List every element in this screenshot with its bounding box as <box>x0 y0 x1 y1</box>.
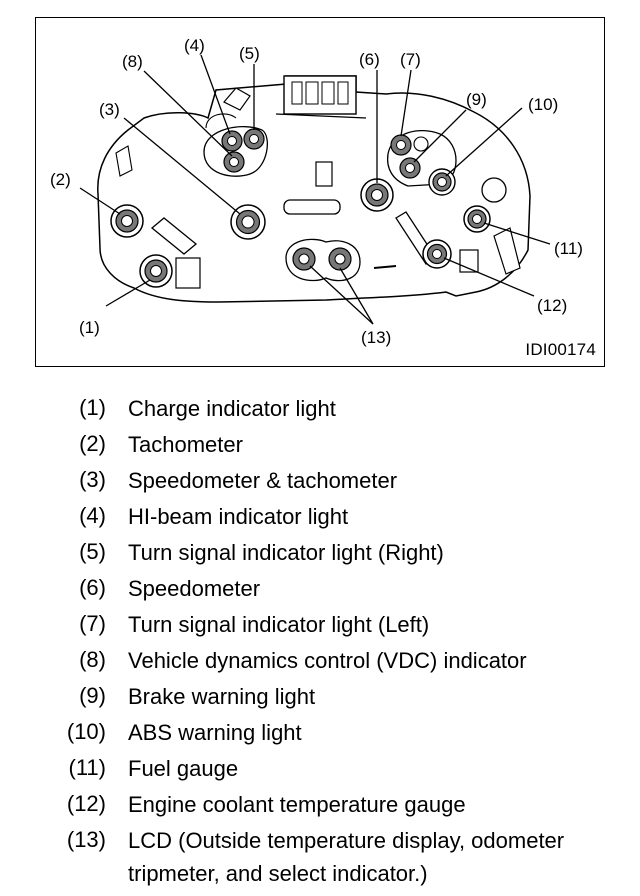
legend-number: (4) <box>79 503 106 528</box>
leader-11 <box>483 222 551 245</box>
legend-item: (2) Tachometer <box>0 428 640 464</box>
callout-6: (6) <box>359 50 380 69</box>
legend-number: (7) <box>79 611 106 636</box>
legend-text: Charge indicator light <box>128 396 336 421</box>
legend-number: (1) <box>79 395 106 420</box>
socket-group-4-5-8 <box>203 126 268 177</box>
legend-number: (11) <box>68 755 107 780</box>
legend-item: (10) ABS warning light <box>0 716 640 752</box>
leader-8 <box>143 70 233 157</box>
socket-1 <box>139 254 173 288</box>
callout-1: (1) <box>79 318 100 337</box>
callout-2: (2) <box>50 170 71 189</box>
legend-text: ABS warning light <box>128 720 302 745</box>
callout-8: (8) <box>122 52 143 71</box>
callout-9: (9) <box>466 90 487 109</box>
callout-5: (5) <box>239 44 260 63</box>
legend-item: (6) Speedometer <box>0 572 640 608</box>
legend-text: HI-beam indicator light <box>128 504 349 529</box>
legend-text: Speedometer & tachometer <box>128 468 398 493</box>
callout-12: (12) <box>537 296 568 315</box>
leader-9 <box>413 109 467 163</box>
legend-text: Vehicle dynamics control (VDC) indicator <box>128 648 527 673</box>
legend-number: (10) <box>66 719 106 744</box>
legend-item: (7) Turn signal indicator light (Left) <box>0 608 640 644</box>
legend-text: Turn signal indicator light (Right) <box>128 540 444 565</box>
legend-number: (2) <box>79 431 106 456</box>
socket-6 <box>360 178 394 212</box>
slot-left <box>150 217 198 255</box>
legend-item: (1) Charge indicator light <box>0 392 640 428</box>
fuel-gauge-boss <box>481 177 507 203</box>
legend-item: (5) Turn signal indicator light (Right) <box>0 536 640 572</box>
cluster-drawing <box>79 54 551 325</box>
socket-11 <box>463 205 491 233</box>
legend-number: (8) <box>79 647 106 672</box>
legend-number: (5) <box>79 539 106 564</box>
legend-number: (6) <box>79 575 106 600</box>
legend-item: (12) Engine coolant temperature gauge <box>0 788 640 824</box>
legend-number: (9) <box>79 683 106 708</box>
callout-13: (13) <box>361 328 392 347</box>
legend-text: LCD (Outside temperature display, odomet… <box>128 828 565 886</box>
callout-10: (10) <box>528 95 559 114</box>
legend-item: (13) LCD (Outside temperature display, o… <box>0 824 640 894</box>
callout-7: (7) <box>400 50 421 69</box>
legend-number: (12) <box>66 791 106 816</box>
socket-2 <box>110 204 144 238</box>
leader-lines <box>79 54 551 325</box>
legend-item: (11) Fuel gauge <box>0 752 640 788</box>
leader-13b <box>339 267 374 325</box>
legend-item: (4) HI-beam indicator light <box>0 500 640 536</box>
socket-12 <box>422 239 452 269</box>
legend-text: Turn signal indicator light (Left) <box>128 612 430 637</box>
callout-4: (4) <box>184 36 205 55</box>
leader-12 <box>443 257 535 297</box>
socket-group-7-9-10 <box>386 130 457 196</box>
leader-10 <box>445 107 523 177</box>
legend-text: Fuel gauge <box>128 756 239 781</box>
small-square-detail <box>315 161 333 187</box>
leader-1 <box>105 279 151 307</box>
legend-text: Speedometer <box>128 576 261 601</box>
instrument-cluster-figure: (1) (2) (3) (4) (5) (6) (7) (8) (9) (10)… <box>35 17 605 367</box>
leader-2 <box>79 187 121 215</box>
legend-item: (9) Brake warning light <box>0 680 640 716</box>
legend-text: Tachometer <box>128 432 243 457</box>
legend-text: Engine coolant temperature gauge <box>128 792 466 817</box>
leader-7 <box>400 69 412 137</box>
legend-text: Brake warning light <box>128 684 316 709</box>
lcd-window-left <box>283 199 341 215</box>
leader-13a <box>309 265 374 325</box>
legend-item: (3) Speedometer & tachometer <box>0 464 640 500</box>
leader-4 <box>200 54 231 135</box>
callout-11: (11) <box>554 239 583 258</box>
legend-number: (3) <box>79 467 106 492</box>
legend-number: (13) <box>66 827 106 852</box>
callout-3: (3) <box>99 100 120 119</box>
figure-id: IDI00174 <box>525 340 596 359</box>
legend-item: (8) Vehicle dynamics control (VDC) indic… <box>0 644 640 680</box>
socket-group-13 <box>285 238 361 282</box>
leader-3 <box>123 117 241 215</box>
